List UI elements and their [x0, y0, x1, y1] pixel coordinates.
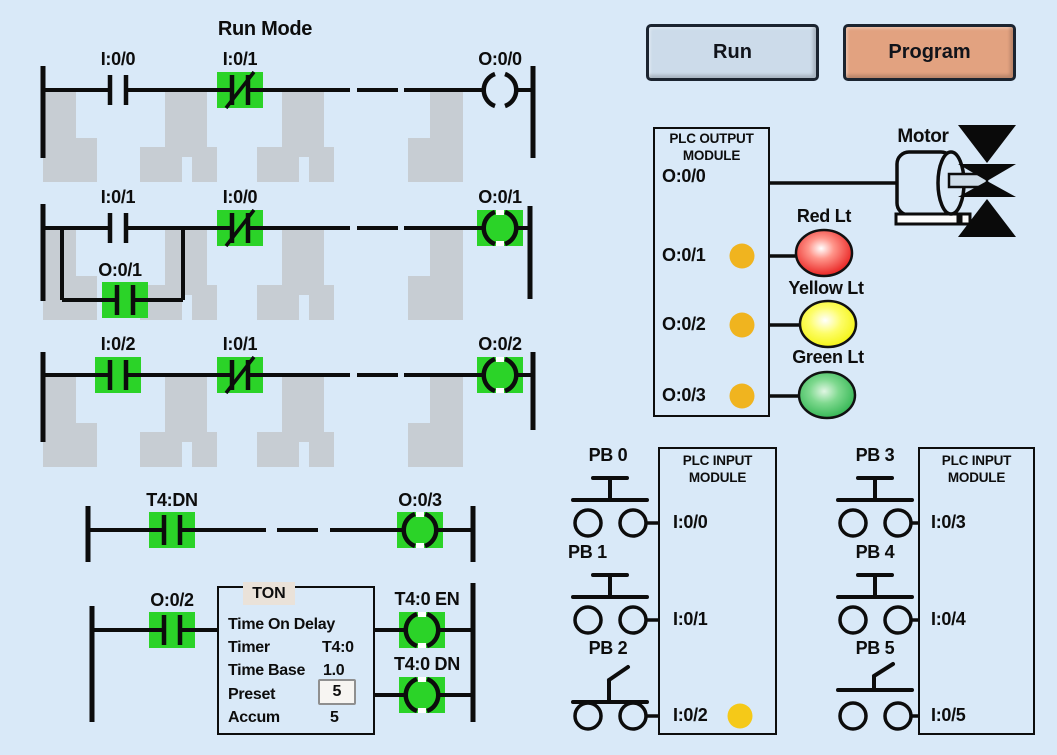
ghost-shapes-rung1 — [43, 90, 463, 182]
plc-input-module-left-box — [658, 447, 777, 735]
ghost-shapes-rung3 — [43, 375, 463, 467]
program-button[interactable]: Program — [843, 24, 1016, 81]
preset-label: Preset — [228, 686, 276, 703]
input-right-title-line1: PLC INPUT — [941, 453, 1012, 468]
contact-nc-I01-energized — [217, 355, 263, 395]
preset-value-input[interactable]: 5 — [318, 679, 356, 705]
contact-no-I00 — [95, 75, 141, 105]
motor-label: Motor — [897, 126, 949, 147]
green-light-label: Green Lt — [792, 347, 864, 367]
pb5-switch[interactable] — [836, 662, 914, 731]
accum-value: 5 — [330, 709, 339, 726]
ton-timer-block: Time On Delay Timer T4:0 Time Base 1.0 P… — [217, 586, 375, 735]
contact-no-T4DN-energized — [149, 512, 195, 548]
red-light-icon — [794, 228, 854, 278]
ton-tab: TON — [243, 582, 295, 605]
rung2-contact1-label: I:0/1 — [100, 187, 136, 207]
page-title: Run Mode — [217, 18, 313, 40]
plc-output-module-box — [653, 127, 770, 417]
timer-name-label: Time On Delay — [228, 616, 335, 633]
rung1-contact2-label: I:0/1 — [222, 49, 258, 69]
output-row-O02: O:0/2 — [662, 314, 706, 334]
rung-3 — [40, 352, 536, 442]
coil-O00 — [477, 71, 523, 109]
output-row-O01: O:0/1 — [662, 245, 706, 265]
output-module-title-line1: PLC OUTPUT — [669, 131, 754, 146]
contact-no-I02-energized — [95, 357, 141, 393]
pb3-switch[interactable] — [836, 476, 914, 538]
contact-no-O01-sealin-energized — [102, 282, 148, 318]
pb5-label: PB 5 — [855, 638, 895, 658]
rung4-coil-label: O:0/3 — [398, 490, 442, 510]
pb4-switch[interactable] — [836, 573, 914, 635]
rung5-dn-coil-label: T4:0 DN — [394, 654, 460, 674]
rung1-contact1-label: I:0/0 — [100, 49, 136, 69]
time-base-label: Time Base — [228, 662, 306, 679]
pb0-label: PB 0 — [588, 445, 628, 465]
input-row-I00: I:0/0 — [673, 512, 708, 532]
coil-O01-energized — [477, 209, 523, 247]
output-row-O03: O:0/3 — [662, 385, 706, 405]
rung1-coil-label: O:0/0 — [478, 49, 522, 69]
contact-no-O02-energized — [149, 612, 195, 648]
rung2-branch-contact-label: O:0/1 — [98, 260, 142, 280]
rung3-contact1-label: I:0/2 — [100, 334, 136, 354]
pb2-label: PB 2 — [588, 638, 628, 658]
coil-O02-energized — [477, 356, 523, 394]
rung-4 — [85, 506, 476, 562]
rung3-coil-label: O:0/2 — [478, 334, 522, 354]
plc-input-module-right-box — [918, 447, 1035, 735]
accum-label: Accum — [228, 709, 280, 726]
run-button[interactable]: Run — [646, 24, 819, 81]
rung2-coil-label: O:0/1 — [478, 187, 522, 207]
green-light-icon — [797, 370, 857, 420]
coil-T40EN-energized — [399, 611, 445, 649]
rung-1 — [40, 66, 536, 158]
input-row-I05: I:0/5 — [931, 705, 966, 725]
rung5-contact1-label: O:0/2 — [150, 590, 194, 610]
pb1-label: PB 1 — [568, 542, 607, 562]
input-row-I03: I:0/3 — [931, 512, 966, 532]
pb2-switch[interactable] — [571, 665, 649, 731]
output-row-O00: O:0/0 — [662, 166, 706, 186]
rung4-contact1-label: T4:DN — [146, 490, 198, 510]
pb1-switch[interactable] — [571, 573, 649, 635]
input-right-title-line2: MODULE — [947, 470, 1006, 485]
red-light-label: Red Lt — [796, 206, 852, 226]
input-left-title-line2: MODULE — [688, 470, 747, 485]
coil-O03-energized — [397, 511, 443, 549]
yellow-light-label: Yellow Lt — [788, 278, 864, 298]
pb4-label: PB 4 — [855, 542, 895, 562]
input-row-I02: I:0/2 — [673, 705, 708, 725]
pb0-switch[interactable] — [571, 476, 649, 538]
contact-nc-I00-energized — [217, 208, 263, 248]
run-button-label: Run — [713, 41, 752, 63]
rung5-en-coil-label: T4:0 EN — [394, 589, 460, 609]
yellow-light-icon — [798, 299, 858, 349]
time-base-value: 1.0 — [323, 662, 345, 679]
contact-nc-I01-energized — [217, 70, 263, 110]
timer-value: T4:0 — [322, 639, 354, 656]
program-button-label: Program — [888, 41, 971, 63]
rung2-contact2-label: I:0/0 — [222, 187, 258, 207]
timer-label: Timer — [228, 639, 270, 656]
pb3-label: PB 3 — [855, 445, 895, 465]
coil-T40DN-energized — [399, 676, 445, 714]
input-left-title-line1: PLC INPUT — [682, 453, 753, 468]
input-row-I01: I:0/1 — [673, 609, 708, 629]
input-row-I04: I:0/4 — [931, 609, 966, 629]
output-module-title-line2: MODULE — [682, 148, 741, 163]
rung3-contact2-label: I:0/1 — [222, 334, 258, 354]
contact-no-I01 — [95, 213, 141, 243]
